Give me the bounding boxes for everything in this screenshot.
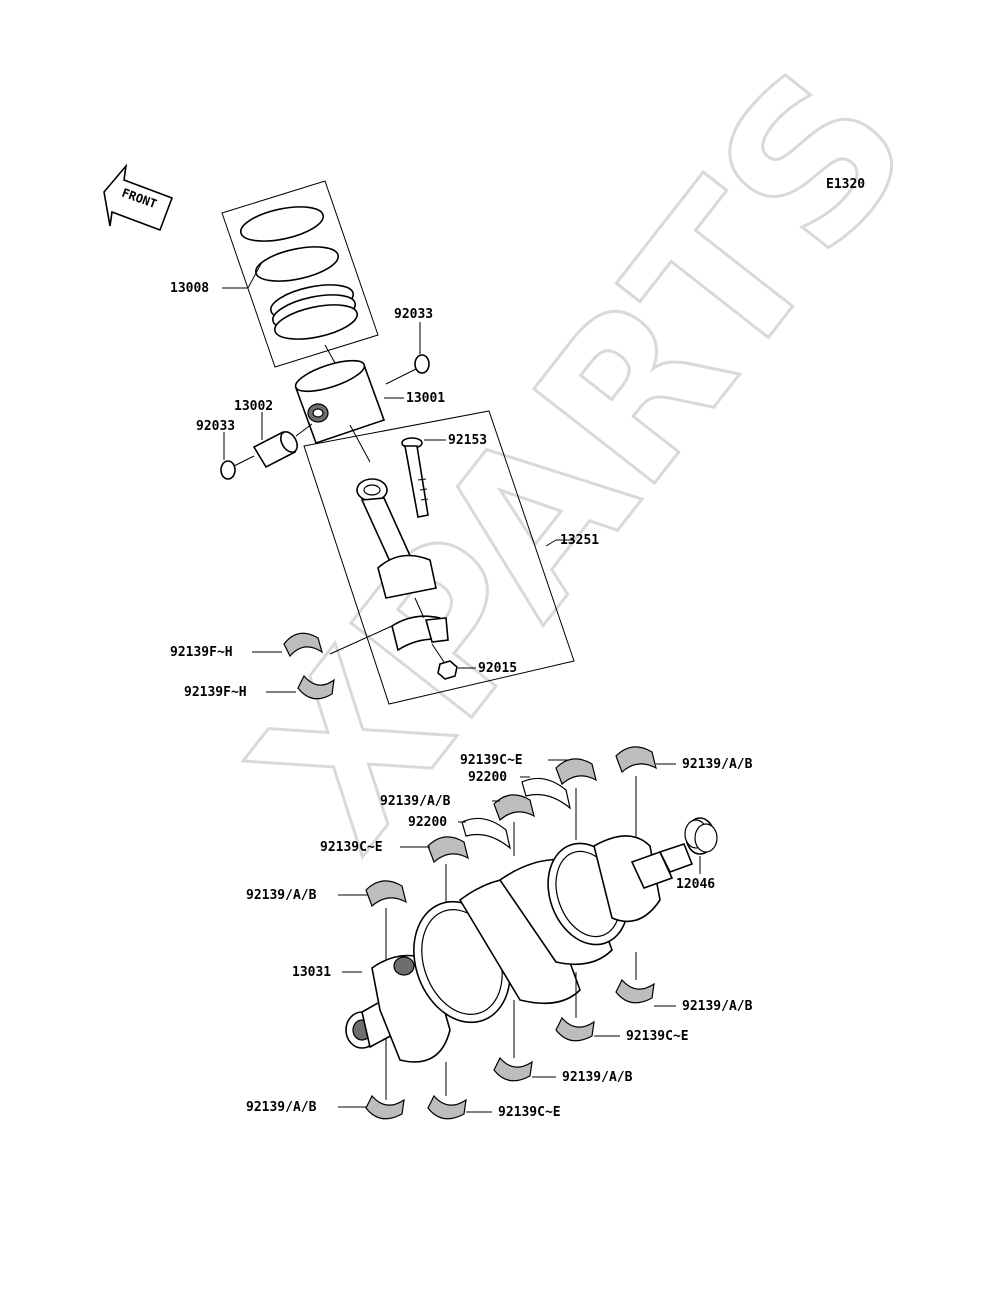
conrod-nut [437,660,458,680]
label-13001: 13001 [406,391,445,406]
main-bearing-92139CE-right-low [555,1016,595,1042]
main-bearing-92139AB-right-low [615,978,655,1004]
connecting-rod [356,478,437,599]
label-92139CE-bottom: 92139C~E [498,1105,561,1120]
label-92033-top: 92033 [394,307,433,322]
label-92139AB-topright: 92139/A/B [682,757,753,772]
label-92139CE-mid: 92139C~E [320,840,383,855]
front-arrow-icon: FRONT [103,163,174,232]
label-92200-1: 92200 [468,770,507,785]
label-92139CE-top: 92139C~E [460,753,523,768]
label-92139AB-left: 92139/A/B [246,888,317,903]
conrod-bearing-lower [297,674,335,700]
label-13002: 13002 [234,399,273,414]
ring-set-outline [221,180,379,368]
label-92139AB-bottom-left: 92139/A/B [246,1100,317,1115]
label-92139FH-1: 92139F~H [170,645,233,660]
piston [294,359,386,445]
thrust-washer-92200-1 [521,777,571,810]
main-bearing-92139AB-left [365,880,407,908]
label-92015: 92015 [478,661,517,676]
main-bearing-92139CE-top [555,758,597,786]
piston-pin [252,430,298,469]
label-92153: 92153 [448,433,487,448]
label-13008: 13008 [170,281,209,296]
main-bearing-92139AB-mid [493,794,535,822]
main-bearing-top-right [615,746,657,774]
label-92139CE-right-low: 92139C~E [626,1029,689,1044]
crankshaft [345,835,694,1063]
connecting-rod-cap [391,615,449,652]
label-92139AB-mid: 92139/A/B [380,794,451,809]
label-92033-left: 92033 [196,419,235,434]
diagram-code: E1320 [826,177,865,192]
label-92200-2: 92200 [408,815,447,830]
main-bearing-92139CE-bottom [427,1094,467,1120]
label-92139FH-2: 92139F~H [184,685,247,700]
main-bearing-92139AB-bottom-left [365,1094,405,1120]
gear-12046 [684,817,718,855]
conrod-bearing-upper [283,632,324,658]
thrust-washer-92200-2 [461,817,511,850]
circlip-left [220,460,236,480]
label-92139AB-right-low: 92139/A/B [682,999,753,1014]
label-12046: 12046 [676,877,715,892]
label-13031: 13031 [292,965,331,980]
label-92139AB-bottom-mid: 92139/A/B [562,1070,633,1085]
conrod-assembly-outline [303,410,575,705]
main-bearing-92139AB-bottom-mid [493,1056,533,1082]
label-13251: 13251 [560,533,599,548]
circlip-top [414,354,430,374]
main-bearing-92139CE-mid [427,836,469,864]
conrod-bolt [401,437,429,518]
piston-rings [239,206,359,340]
